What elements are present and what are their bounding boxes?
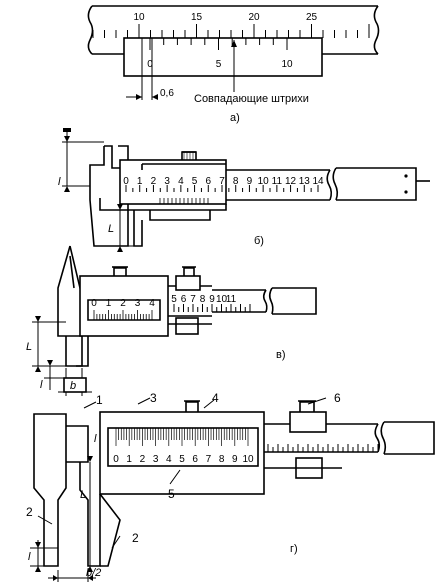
scale-number: 8 [233,176,239,187]
vernier-number: 0 [91,298,97,309]
scale-number: 11 [226,294,237,305]
dim-l-v: l [40,379,43,391]
vernier-label: 5 [216,59,222,70]
callout-2b: 2 [132,531,139,545]
caption-g: г) [290,543,298,555]
scale-number: 6 [206,176,212,187]
scale-number: 13 [299,176,311,187]
dim-L-v: L [26,341,32,353]
callout-1: 1 [96,393,103,407]
lock-screw [183,152,197,160]
vernier-number: 5 [179,454,185,465]
vernier-number: 8 [219,454,225,465]
main-scale-label: 20 [248,12,260,23]
vernier-label: 10 [281,59,293,70]
vernier-number: 0 [113,454,119,465]
scale-number: 8 [200,294,206,305]
vernier-number: 3 [153,454,159,465]
scale-number: 9 [209,294,215,305]
vernier-number: 1 [126,454,132,465]
scale-number: 5 [192,176,198,187]
caption-a: а) [230,112,240,124]
vernier-window-g [107,427,259,467]
scale-number: 0 [123,176,129,187]
callout-4: 4 [212,391,219,405]
vernier-number: 4 [166,454,172,465]
scale-number: 9 [247,176,253,187]
vernier-number: 4 [149,298,155,309]
scale-number: 7 [219,176,225,187]
vernier-ticks: 0 5 10 [147,38,293,70]
dim-L-g: L [80,489,86,501]
vernier-number: 7 [206,454,212,465]
vernier-number: 10 [242,454,254,465]
dim-b2-g: b/2 [86,567,101,579]
vernier-number: 9 [232,454,238,465]
vernier-number: 3 [135,298,141,309]
vernier-number: 2 [140,454,146,465]
dim-L-b: L [108,223,114,235]
slider-frame [119,159,227,205]
dim-l-top-g: l [94,433,97,445]
callout-3: 3 [150,391,157,405]
scale-number: 12 [285,176,297,187]
vernier-plate [123,37,323,77]
scale-number: 10 [258,176,270,187]
vernier-number: 6 [192,454,198,465]
reading-value: 0,6 [160,88,174,99]
vernier-label: 0 [147,59,153,70]
vernier-number: 2 [120,298,126,309]
fine-clamp-g [289,411,327,433]
main-scale-label: 15 [191,12,203,23]
caption-v: в) [276,349,286,361]
fine-clamp [175,275,201,291]
callout-6: 6 [334,391,341,405]
vernier-number: 1 [106,298,112,309]
main-scale-ticks: 10 15 20 25 [92,12,370,38]
callout-5: 5 [168,487,175,501]
scale-number: 3 [164,176,170,187]
slider-v [79,275,169,337]
caption-b: б) [254,235,264,247]
dim-l-b: l [58,176,61,188]
coincident-lines-label: Совпадающие штрихи [194,93,309,105]
scale-number: 5 [171,294,177,305]
scale-number: 7 [190,294,196,305]
dim-l-g: l [28,551,31,563]
scale-number: 11 [272,176,283,187]
main-scale-label: 10 [133,12,145,23]
main-scale-label: 25 [306,12,318,23]
scale-number: 2 [151,176,157,187]
scale-number: 6 [181,294,187,305]
panel-a: 10 15 20 25 0 5 10 0,6 Совпадающие штрихи а) [87,5,380,124]
callout-2a: 2 [26,505,33,519]
scale-number: 10 [216,294,228,305]
scale-number: 1 [137,176,143,187]
main-scale-g [267,444,379,452]
scale-number: 4 [178,176,184,187]
dim-b-v: b [70,380,76,392]
scale-number: 14 [312,176,324,187]
